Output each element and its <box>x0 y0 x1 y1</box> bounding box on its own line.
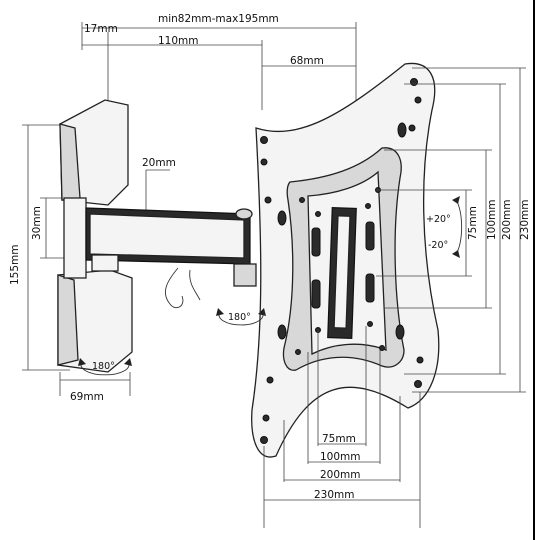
vesa-75-right-label: 75mm <box>467 206 479 240</box>
swivel-arm <box>85 207 257 309</box>
segment-68-label: 68mm <box>290 55 324 67</box>
segment-17-label: 17mm <box>84 23 118 35</box>
vesa-230-bottom-label: 230mm <box>314 489 355 501</box>
vesa-plate <box>251 62 440 458</box>
width-69-label: 69mm <box>70 391 104 403</box>
vesa-200-right-label: 200mm <box>501 200 513 241</box>
vesa-100-bottom-label: 100mm <box>320 451 361 463</box>
vesa-200-bottom-label: 200mm <box>320 469 361 481</box>
segment-110-label: 110mm <box>158 35 199 47</box>
height-155-label: 155mm <box>9 245 21 286</box>
thickness-20-label: 20mm <box>142 157 176 169</box>
vesa-100-right-label: 100mm <box>486 200 498 241</box>
rotation-indicators: 180° 180° +20° -20° <box>78 196 463 376</box>
top-dimensions: min82mm-max195mm 17mm 110mm 68mm <box>81 13 357 110</box>
bottom-dimensions: 75mm 100mm 200mm 230mm <box>263 326 421 528</box>
tilt-up-label: +20° <box>426 214 451 225</box>
vesa-230-right-label: 230mm <box>519 200 531 241</box>
right-dimensions: 230mm 200mm 100mm 75mm <box>376 67 531 393</box>
wall-plate <box>57 99 133 373</box>
swivel-arm-label: 180° <box>228 312 251 323</box>
vesa-75-bottom-label: 75mm <box>322 433 356 445</box>
height-30-label: 30mm <box>31 206 43 240</box>
tilt-down-label: -20° <box>428 240 448 251</box>
extension-label: min82mm-max195mm <box>158 13 279 25</box>
swivel-wall-label: 180° <box>92 361 115 372</box>
